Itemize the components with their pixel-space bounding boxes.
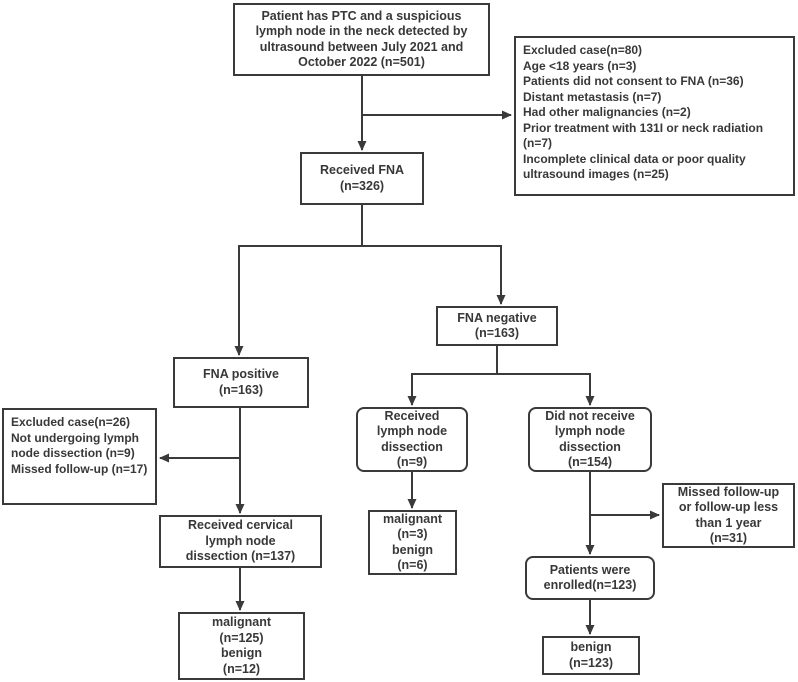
- node-did-not-receive-dissection-label: Did not receive lymph node dissection (n…: [545, 408, 635, 470]
- node-received-cervical-dissection-label: Received cervical lymph node dissection …: [185, 518, 296, 564]
- node-received-lymph-node-dissection-label: Received lymph node dissection (n=9): [376, 408, 448, 470]
- node-patients-enrolled: Patients were enrolled(n=123): [525, 556, 655, 600]
- node-excluded-fna-positive-reasons: Not undergoing lymph node dissection (n=…: [11, 430, 148, 476]
- node-received-cervical-dissection: Received cervical lymph node dissection …: [159, 515, 322, 568]
- node-outcome-cervical-dissection-label: malignant (n=125) benign (n=12): [211, 615, 272, 676]
- node-received-lymph-node-dissection: Received lymph node dissection (n=9): [356, 407, 468, 472]
- node-benign-final: benign (n=123): [542, 636, 640, 675]
- node-initial-population-label: Patient has PTC and a suspicious lymph n…: [255, 8, 468, 70]
- node-benign-final-label: benign (n=123): [568, 640, 614, 670]
- node-outcome-lymph-node-dissection: malignant (n=3) benign (n=6): [368, 510, 457, 575]
- node-missed-followup: Missed follow-up or follow-up less than …: [662, 483, 795, 548]
- node-excluded-initial: Excluded case(n=80) Age <18 years (n=3) …: [514, 36, 795, 196]
- node-excluded-fna-positive: Excluded case(n=26) Not undergoing lymph…: [2, 408, 157, 505]
- node-fna-negative-label: FNA negative (n=163): [457, 310, 537, 341]
- node-fna-positive-label: FNA positive (n=163): [203, 367, 279, 397]
- node-excluded-initial-title: Excluded case(n=80): [523, 43, 643, 57]
- node-patients-enrolled-label: Patients were enrolled(n=123): [543, 562, 637, 593]
- node-initial-population: Patient has PTC and a suspicious lymph n…: [233, 3, 490, 76]
- node-missed-followup-label: Missed follow-up or follow-up less than …: [677, 484, 780, 546]
- node-fna-negative: FNA negative (n=163): [436, 306, 558, 346]
- node-excluded-fna-positive-title: Excluded case(n=26): [11, 415, 131, 429]
- node-received-fna: Received FNA (n=326): [300, 152, 424, 205]
- node-received-fna-label: Received FNA (n=326): [319, 163, 405, 193]
- node-outcome-lymph-node-dissection-label: malignant (n=3) benign (n=6): [382, 511, 443, 573]
- node-did-not-receive-dissection: Did not receive lymph node dissection (n…: [528, 407, 652, 472]
- node-excluded-initial-reasons: Age <18 years (n=3) Patients did not con…: [523, 58, 764, 182]
- node-fna-positive: FNA positive (n=163): [173, 357, 309, 408]
- node-outcome-cervical-dissection: malignant (n=125) benign (n=12): [178, 612, 305, 680]
